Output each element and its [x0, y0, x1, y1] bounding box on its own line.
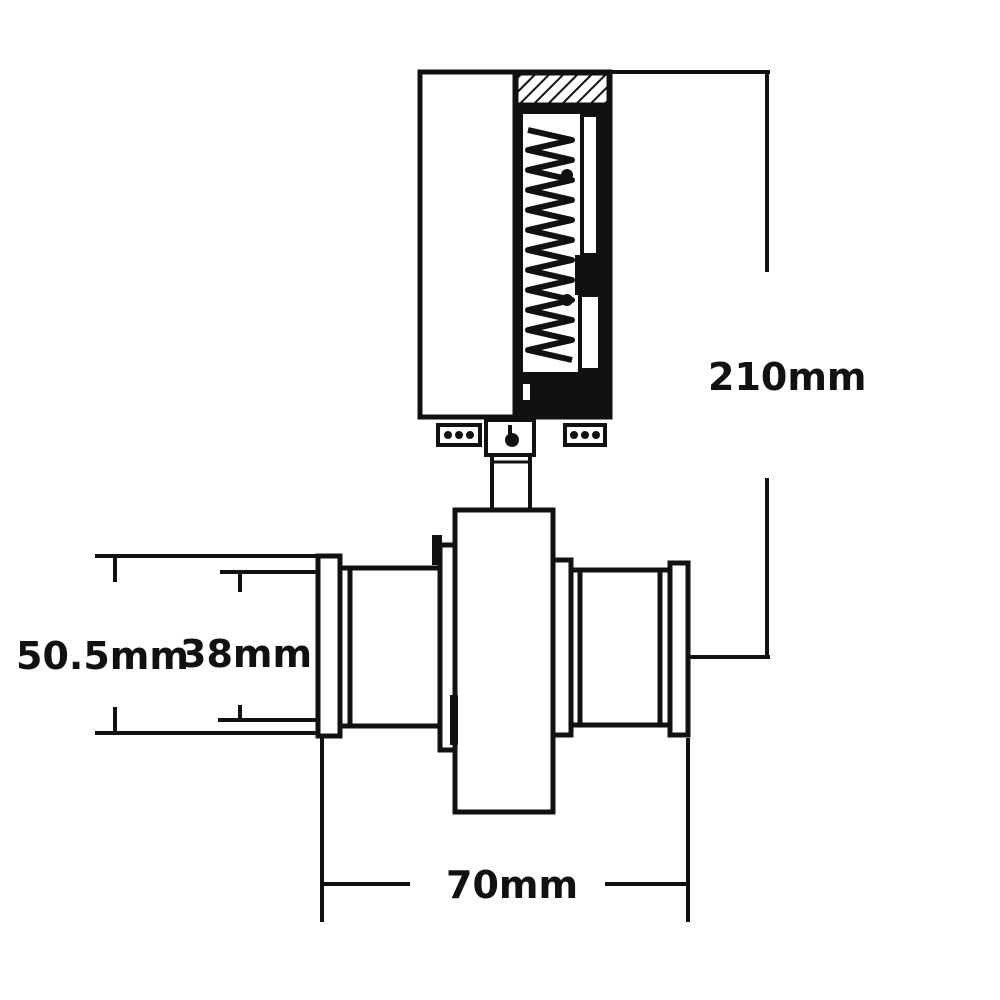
- dimension-lines: [95, 70, 770, 922]
- body-bolts: [432, 535, 458, 745]
- hatched-cap: [515, 72, 610, 106]
- height-dimension-label: 210mm: [708, 355, 867, 399]
- spring-nubs: [561, 169, 573, 306]
- valve-body: [315, 507, 691, 815]
- mounting-bolts-left: [436, 423, 482, 447]
- length-dimension-label: 70mm: [446, 863, 579, 907]
- mounting-bolts-right: [563, 423, 607, 447]
- inner-diameter-label: 38mm: [180, 632, 313, 676]
- piston-channel: [575, 113, 602, 372]
- spring: [525, 127, 575, 363]
- actuator-internal-walls: [513, 104, 610, 420]
- outer-diameter-label: 50.5mm: [16, 634, 189, 678]
- coupling-block: [484, 418, 536, 457]
